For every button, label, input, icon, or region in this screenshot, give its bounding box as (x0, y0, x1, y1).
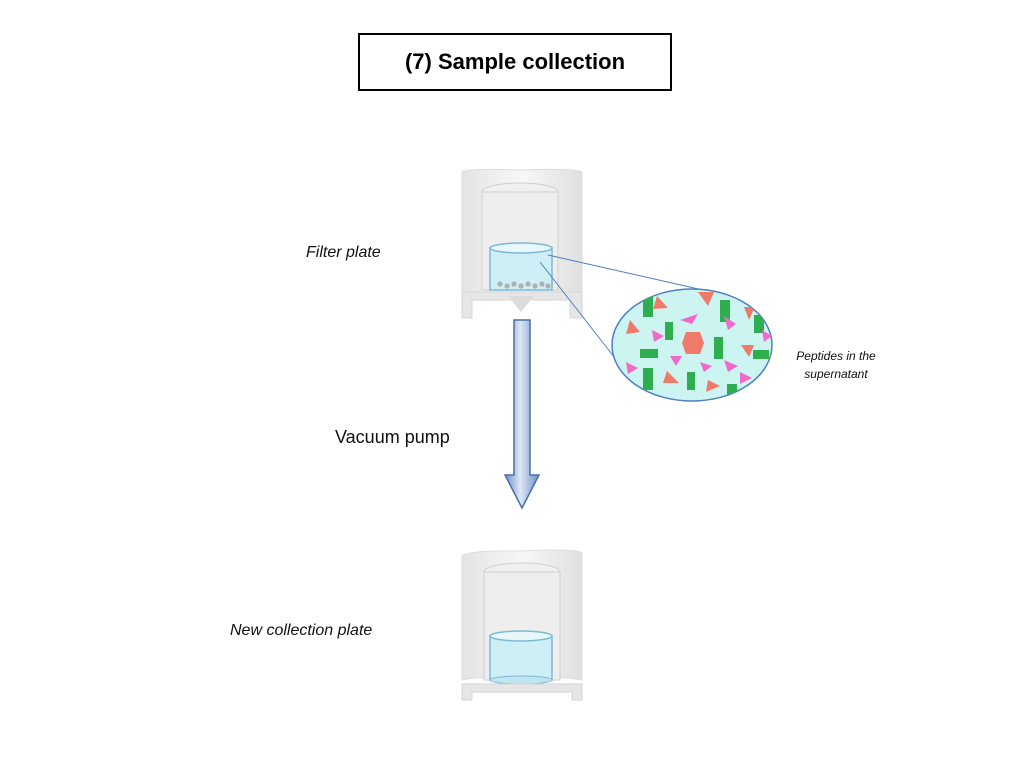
collection-plate-well-icon (461, 549, 583, 701)
filter-plate-well-icon (461, 168, 583, 319)
down-arrow-icon (503, 319, 541, 510)
vacuum-pump-label: Vacuum pump (335, 427, 450, 447)
peptides-label-line1: Peptides in the (796, 349, 876, 363)
peptides-label-line2: supernatant (804, 367, 868, 381)
page-title: (7) Sample collection (404, 49, 626, 74)
filter-plate-label: Filter plate (306, 244, 381, 261)
title-box: (7) Sample collection (358, 33, 672, 91)
new-collection-plate-label: New collection plate (230, 622, 373, 639)
peptides-label: Peptides in the supernatant (780, 347, 892, 383)
magnified-view-icon (611, 288, 773, 402)
